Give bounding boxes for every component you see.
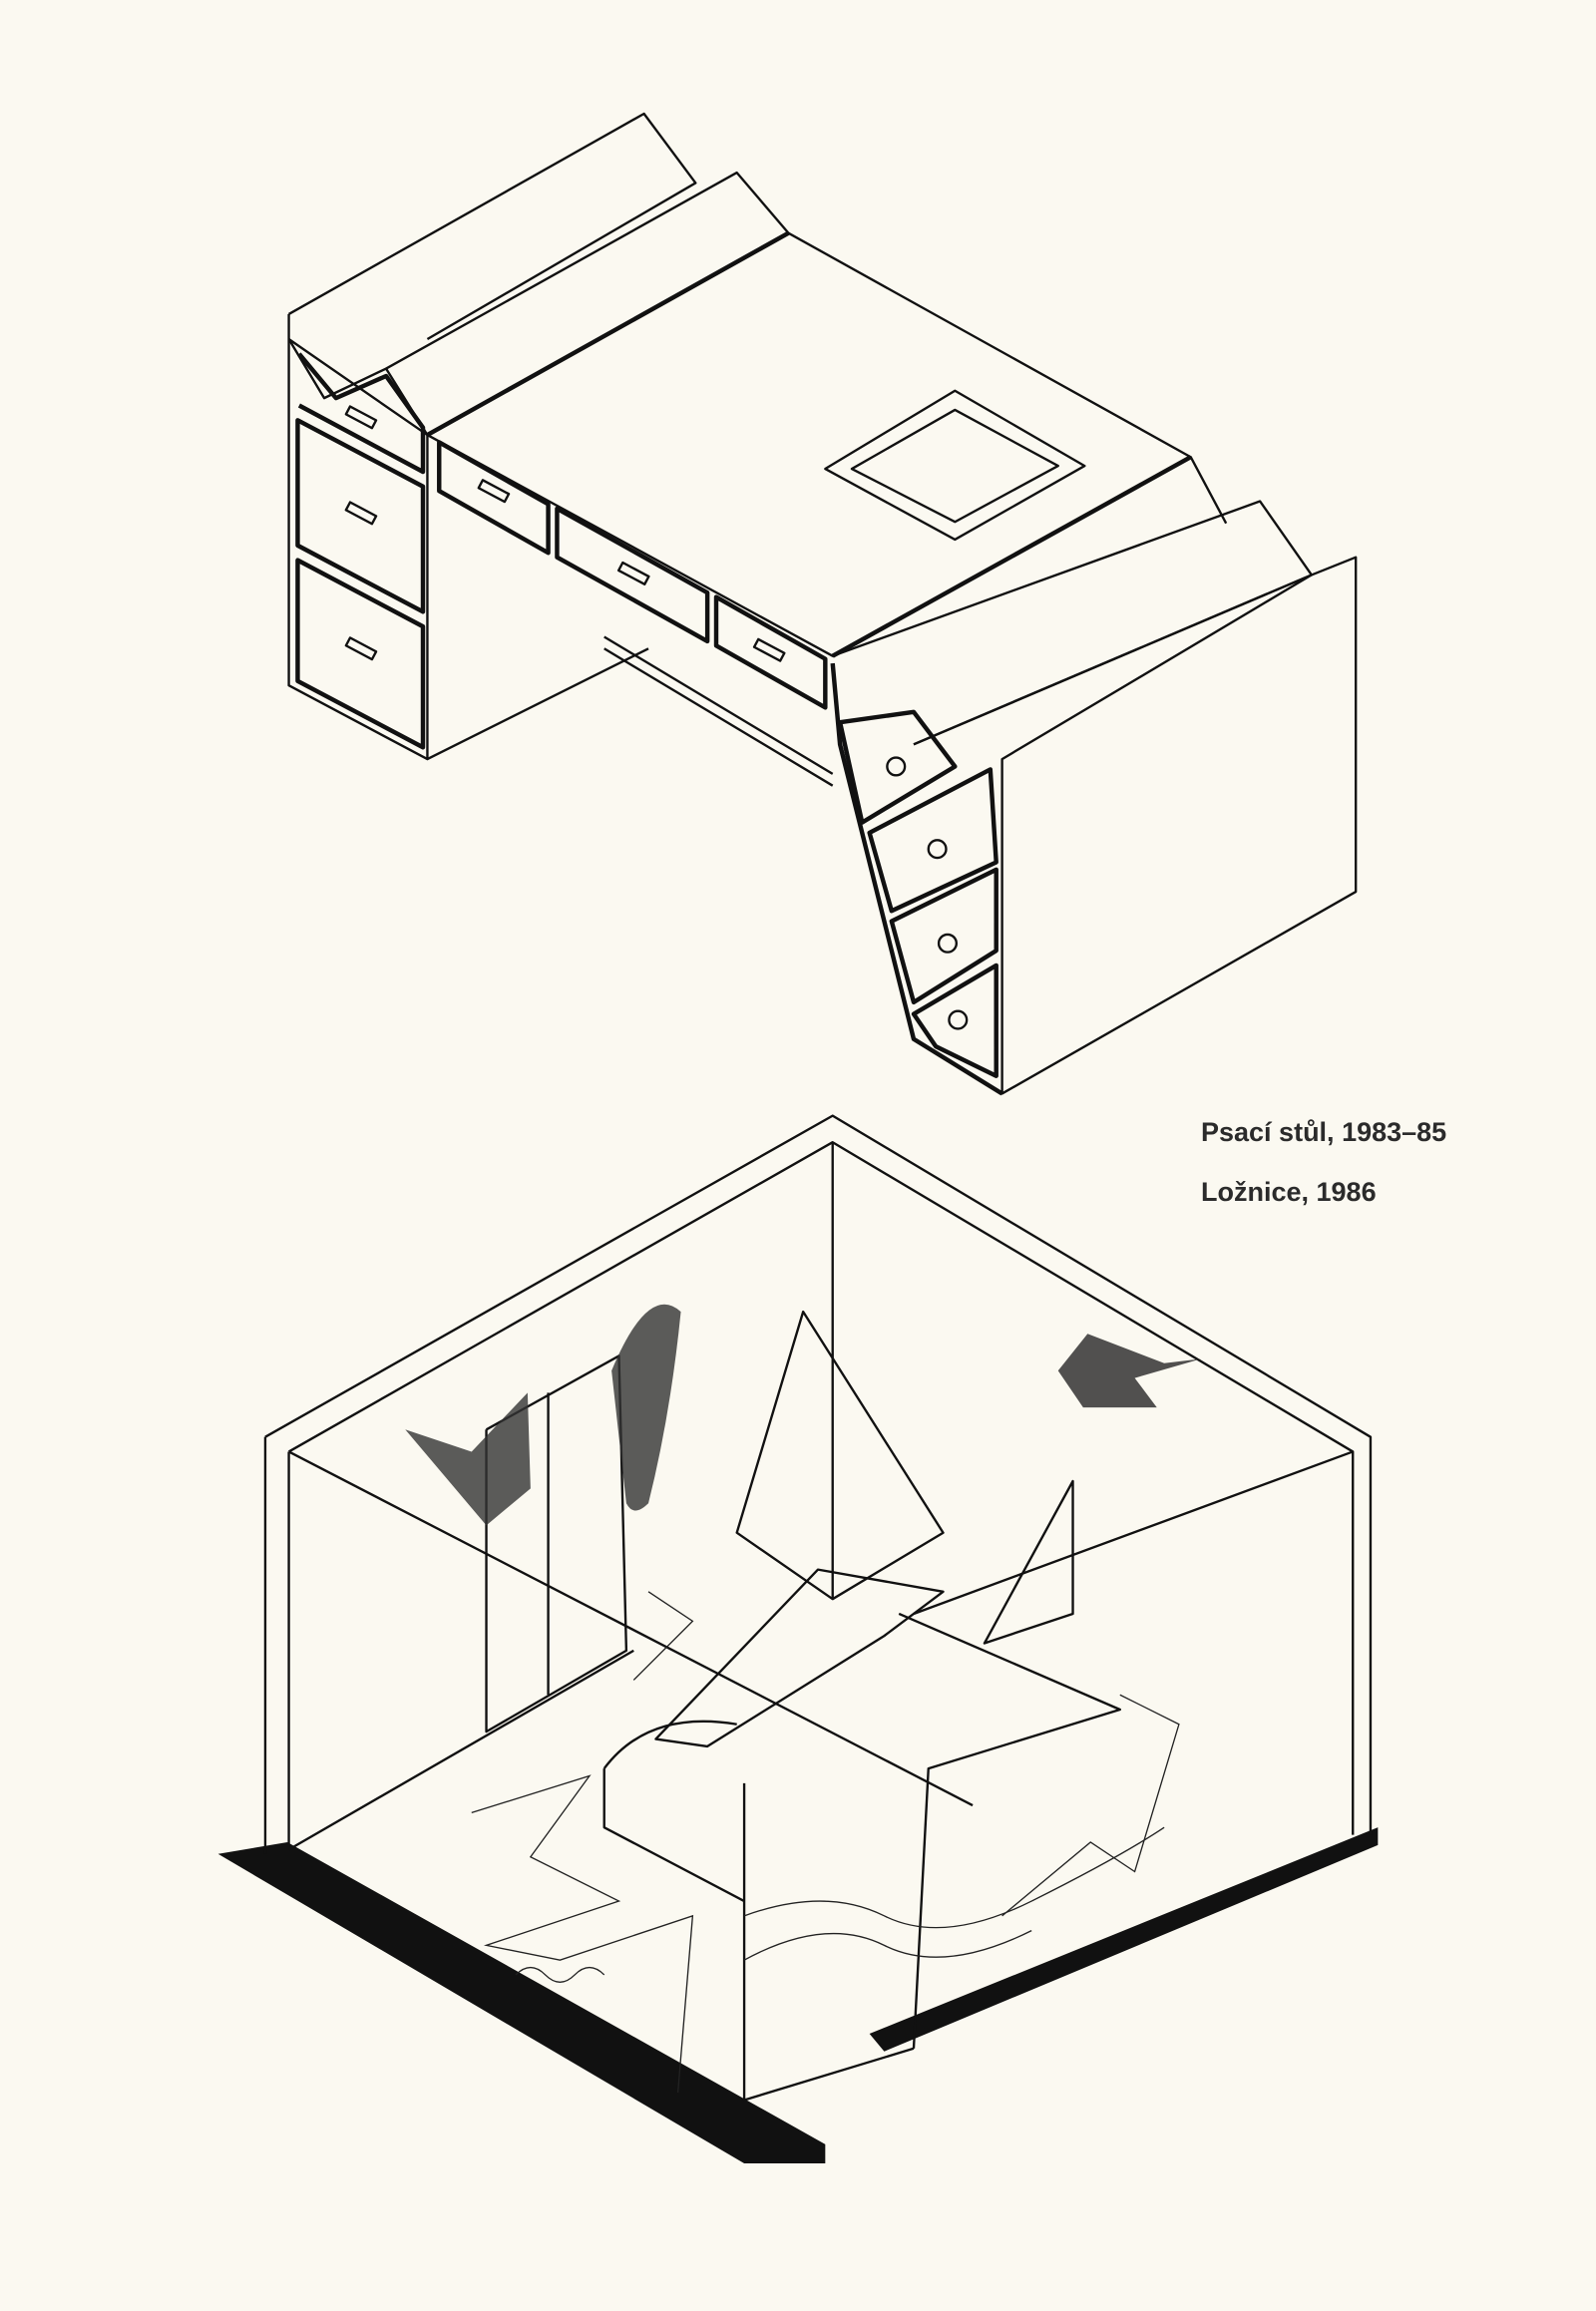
desk-drawing bbox=[287, 112, 1358, 1096]
caption-desk: Psací stůl, 1983–85 bbox=[1201, 1117, 1447, 1147]
caption-bedroom: Ložnice, 1986 bbox=[1201, 1177, 1377, 1207]
bedroom-drawing bbox=[217, 1114, 1379, 2164]
